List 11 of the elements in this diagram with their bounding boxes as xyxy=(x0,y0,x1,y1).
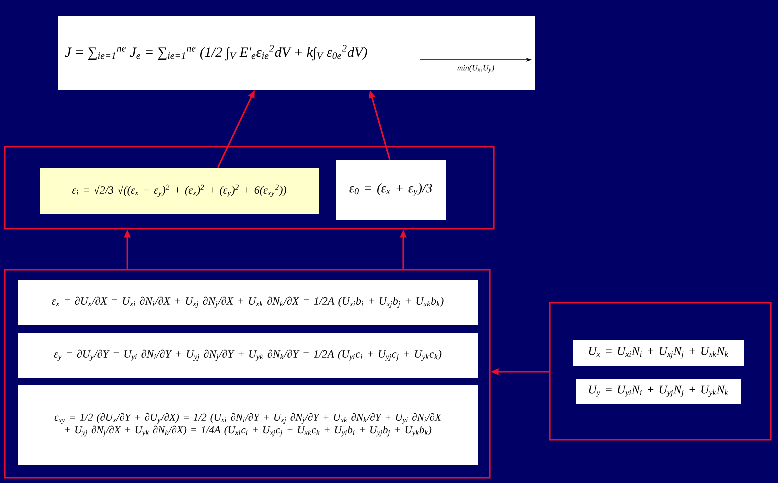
group-frame xyxy=(4,269,491,479)
group-frame xyxy=(549,302,772,441)
formula-box: ε$_{0}$ = (ε$_{x}$ + ε$_{y}$)/3 xyxy=(336,160,446,220)
group-frame xyxy=(4,146,495,230)
formula-box: ε$_{y}$ = ∂U$_{y}$/∂Y = U$_{yi}$ ∂N$_{i}$/∂Y + U$_{yj}$ ∂N$_{j}$/∂Y + U$_{yk}$ ∂N$_{k}$/∂Y = 1/2A (U$_{yi}$c$_{i}$ + U$_{yj}$c$_{j}$ + U$_{yk}$c$_{k}$) xyxy=(18,333,478,378)
formula-box: ε$_{i}$ = √2/3 √((ε$_{x}$ − ε$_{y}$)$^{2}$ + (ε$_{x}$)$^{2}$ + (ε$_{y}$)$^{2}$ + 6(ε$_{xy}$$^{2}$)) xyxy=(40,168,319,214)
formula-box: ε$_{x}$ = ∂U$_{x}$/∂X = U$_{xi}$ ∂N$_{i}$/∂X + U$_{xj}$ ∂N$_{j}$/∂X + U$_{xk}$ ∂N$_{k}$/∂X = 1/2A (U$_{xi}$b$_{i}$ + U$_{xj}$b$_{j}$ + U$_{xk}$b$_{k}$) xyxy=(18,280,478,325)
formula-box: U$_{y}$ = U$_{yi}$N$_{i}$ + U$_{yj}$N$_{j}$ + U$_{yk}$N$_{k}$ xyxy=(576,379,741,404)
formula-box: ε$_{xy}$ = 1/2 (∂U$_{x}$/∂Y + ∂U$_{y}$/∂X) = 1/2 (U$_{xi}$ ∂N$_{i}$/∂Y + U$_{xj}$ ∂N$_{j}$/∂Y + U$_{xk}$ ∂N$_{k}$/∂Y + U$_{yi}$ ∂N$_{i}$/∂X + U$_{yj}$ ∂N$_{j}$/∂X + U$_{yk}$ ∂N$_{k}$/∂X) = 1/4A (U$_{xi}$c$_{i}$ + U$_{xj}$c$_{j}$ + U$_{xk}$c$_{k}$ + U$_{yi}$b$_{i}$ + U$_{yj}$b$_{j}$ + U$_{yk}$b$_{k}$) xyxy=(18,385,478,465)
arrow-label: min(U$_{x}$,U$_{y}$) xyxy=(458,65,494,73)
formula-box: U$_{x}$ = U$_{xi}$N$_{i}$ + U$_{xj}$N$_{j}$ + U$_{xk}$N$_{k}$ xyxy=(573,340,744,366)
